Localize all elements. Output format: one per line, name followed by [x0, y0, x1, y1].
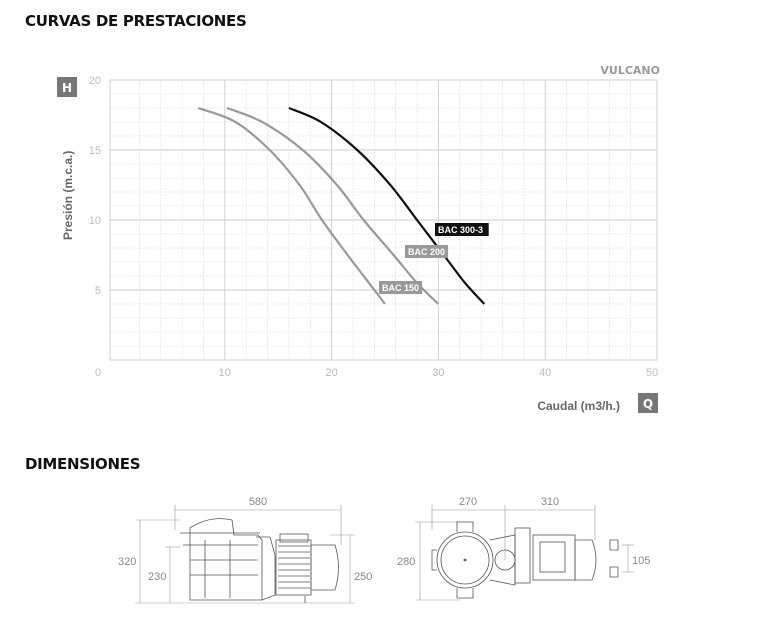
x-tick-label: 30 [432, 367, 444, 379]
y-tick-label: 10 [89, 215, 101, 227]
plot-frame [109, 79, 658, 361]
y-tick-label: 5 [95, 285, 101, 297]
series-line-bac-300-3 [288, 106, 486, 305]
x-axis-label: Caudal (m3/h.) [537, 399, 620, 413]
x-tick-label: 10 [219, 367, 231, 379]
x-tick-label: 50 [646, 367, 658, 379]
dim-length: 580 [249, 496, 267, 508]
brand-logo: VULCANO [600, 64, 660, 77]
pump-side-view: 580 320 230 250 [118, 496, 372, 604]
x-tick-label: 40 [539, 367, 551, 379]
y-tick-label: 15 [89, 145, 101, 157]
performance-chart: VULCANO 0 10 20 30 40 50 5 10 15 20 BAC 150 BAC 20… [57, 64, 660, 413]
series-label-bg [405, 245, 449, 258]
h-badge [57, 77, 77, 97]
q-badge-text: Q [643, 397, 653, 411]
series-line-bac-200 [226, 106, 440, 305]
x-tick-label: 0 [95, 367, 101, 379]
dim-right: 310 [541, 496, 559, 508]
series-line-bac-150 [197, 106, 386, 305]
series-label-bg [379, 281, 423, 294]
dim-left: 270 [459, 496, 477, 508]
series-label: BAC 200 [408, 247, 445, 257]
dim-outlet: 250 [354, 571, 372, 583]
dim-mount: 105 [632, 555, 650, 567]
series-label-bg [435, 223, 489, 236]
series-label: BAC 150 [382, 283, 419, 293]
series-label: BAC 300-3 [438, 225, 483, 235]
dimensions-heading: DIMENSIONES [25, 455, 141, 473]
dim-top-height: 280 [397, 556, 415, 568]
y-tick-label: 20 [89, 75, 101, 87]
h-badge-text: H [62, 81, 72, 95]
curves-heading: CURVAS DE PRESTACIONES [25, 12, 247, 30]
dim-inlet: 230 [148, 571, 166, 583]
dim-height: 320 [118, 556, 136, 568]
x-tick-label: 20 [325, 367, 337, 379]
pump-top-view: 270 310 280 105 [397, 496, 650, 601]
q-badge [638, 393, 658, 413]
y-axis-label: Presión (m.c.a.) [61, 151, 75, 240]
